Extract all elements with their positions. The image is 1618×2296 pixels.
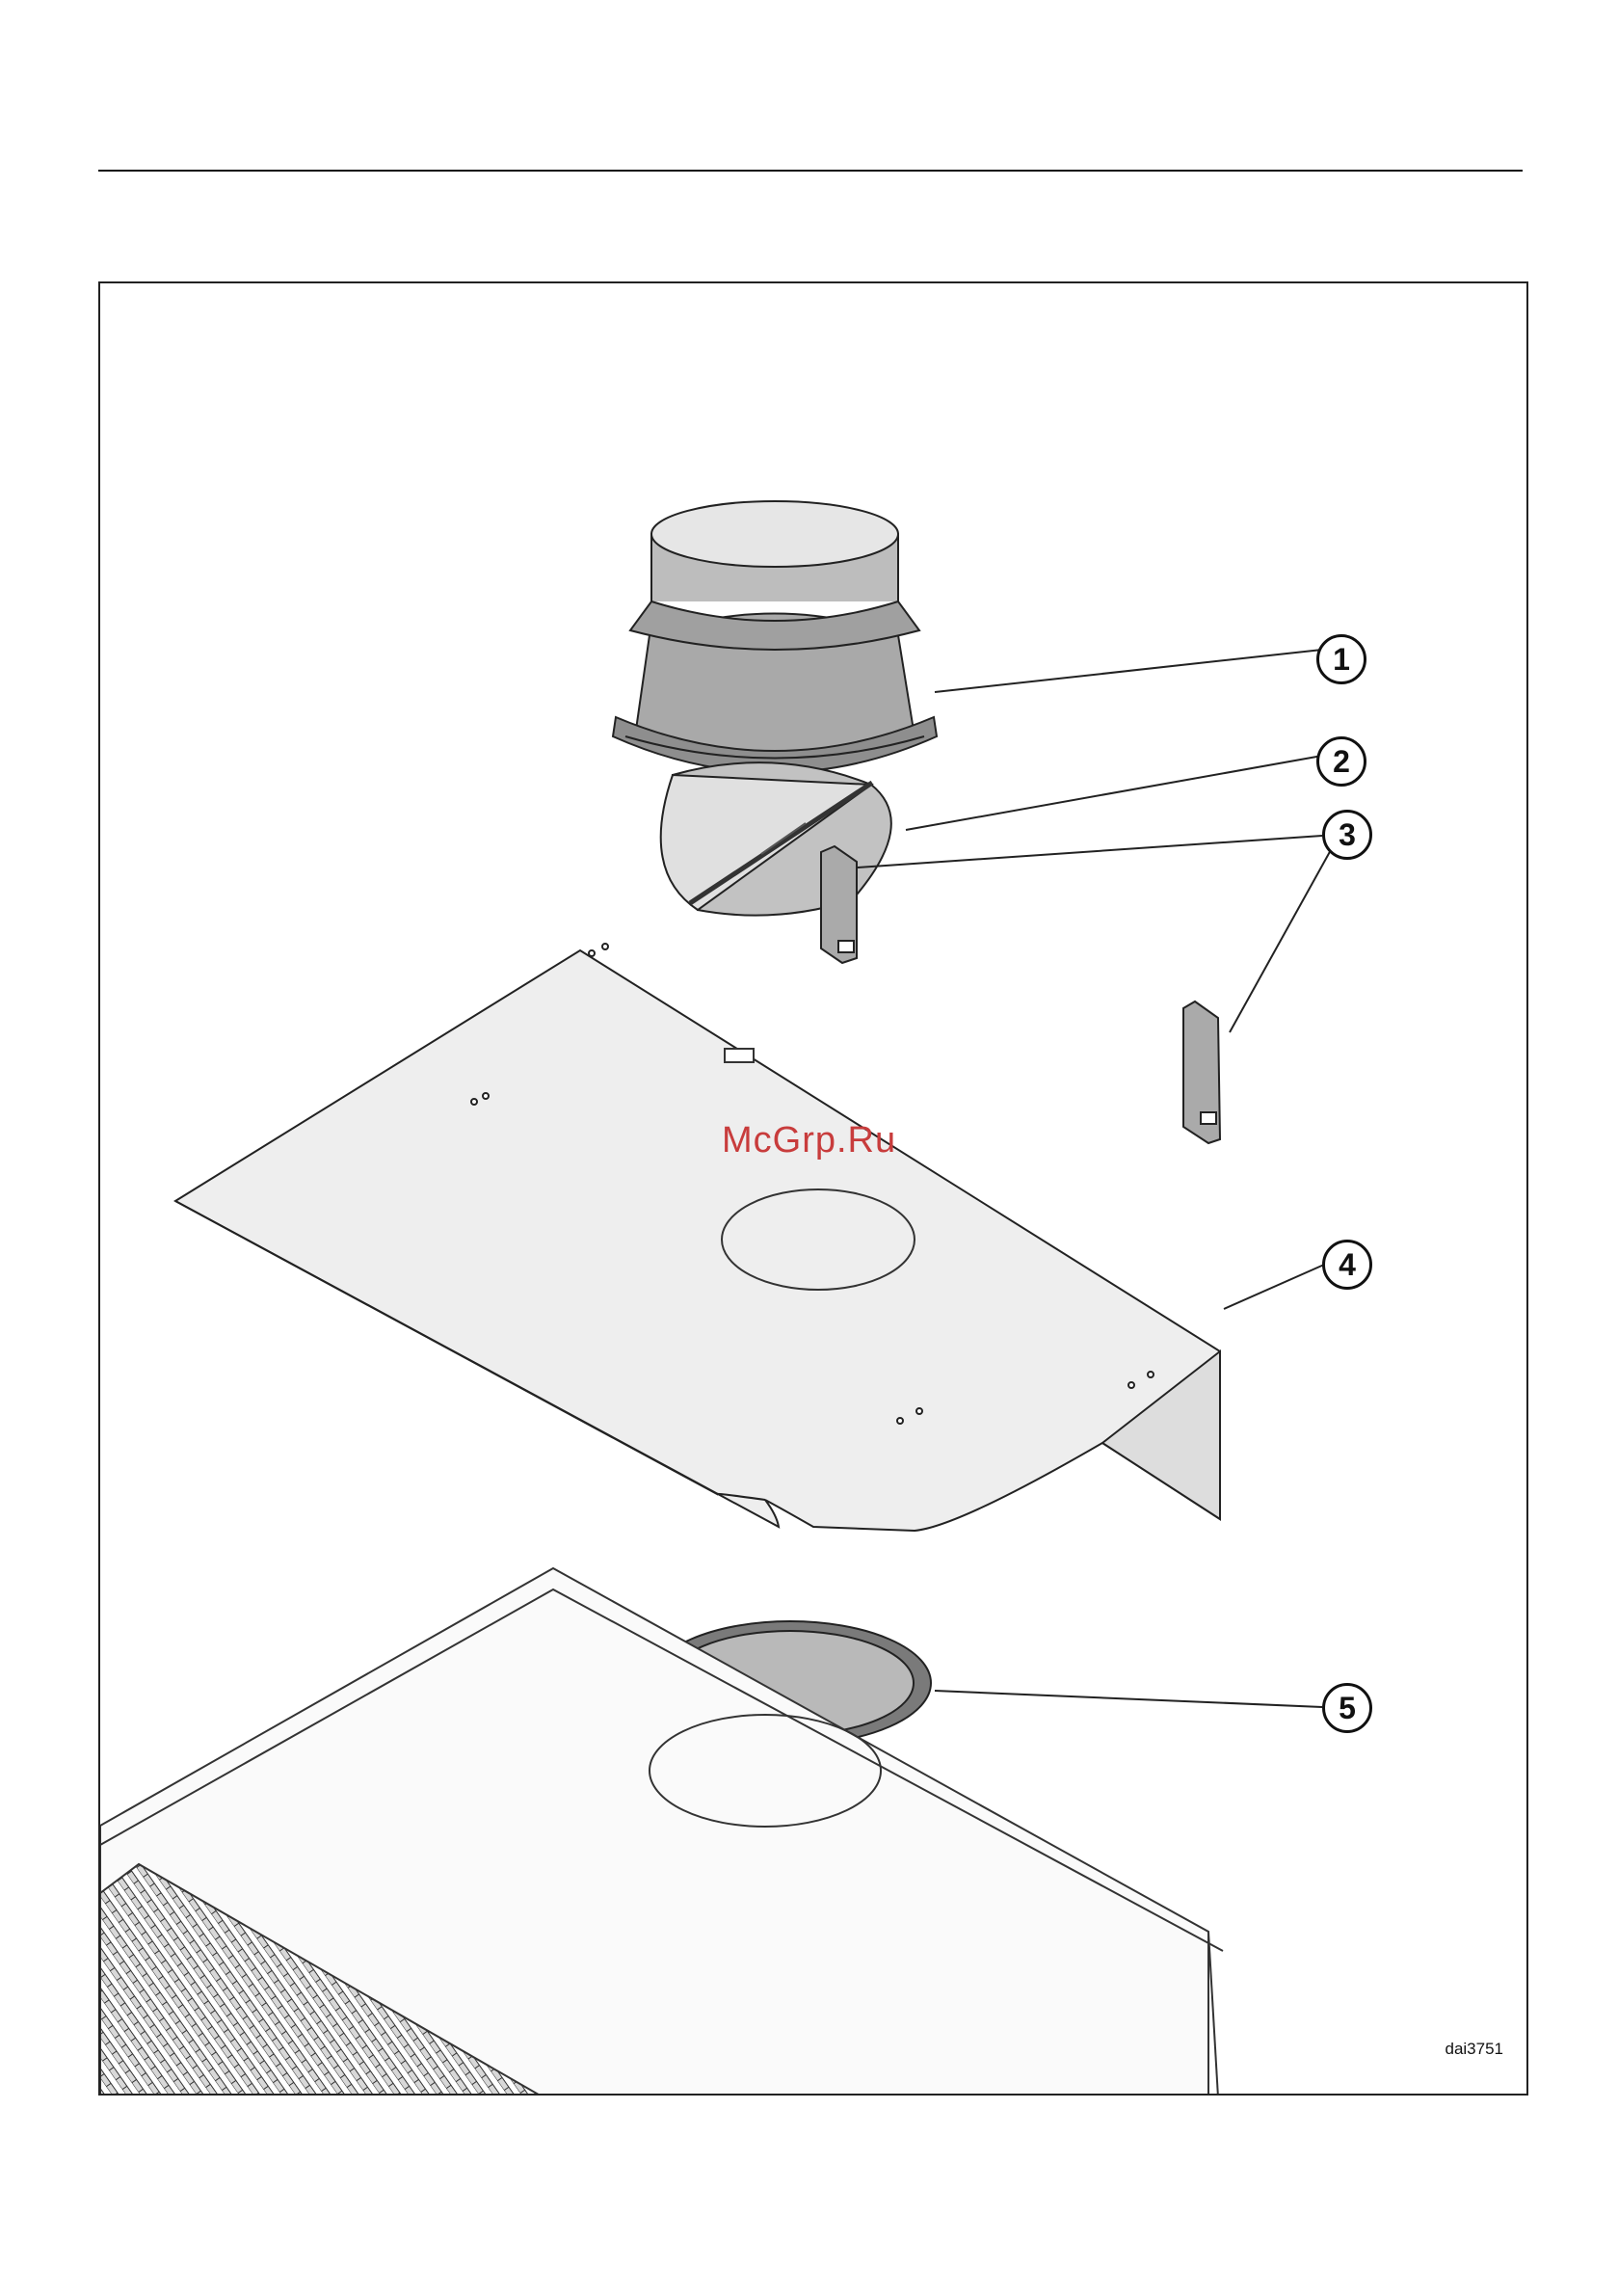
- watermark: McGrp.Ru: [722, 1120, 896, 1161]
- callout-1: 1: [1316, 634, 1366, 684]
- callout-1-label: 1: [1333, 642, 1350, 678]
- part-3-brackets: [821, 846, 1220, 1143]
- callout-3: 3: [1322, 810, 1372, 860]
- callout-2-label: 2: [1333, 744, 1350, 780]
- callout-3-label: 3: [1339, 817, 1356, 853]
- callout-2: 2: [1316, 736, 1366, 787]
- callout-5: 5: [1322, 1683, 1372, 1733]
- callout-5-label: 5: [1339, 1691, 1356, 1726]
- callout-4-label: 4: [1339, 1247, 1356, 1283]
- figure-code: dai3751: [1445, 2040, 1503, 2059]
- part-1-collar: [613, 501, 937, 773]
- top-rule: [98, 170, 1523, 172]
- diagram-frame: 1 2 3 4 5 McGrp.Ru dai3751: [98, 281, 1528, 2096]
- hood-body: [100, 1568, 1223, 2096]
- exploded-assembly-drawing: [100, 283, 1528, 2096]
- callout-4: 4: [1322, 1240, 1372, 1290]
- part-4-cover-sheet: [175, 944, 1220, 1531]
